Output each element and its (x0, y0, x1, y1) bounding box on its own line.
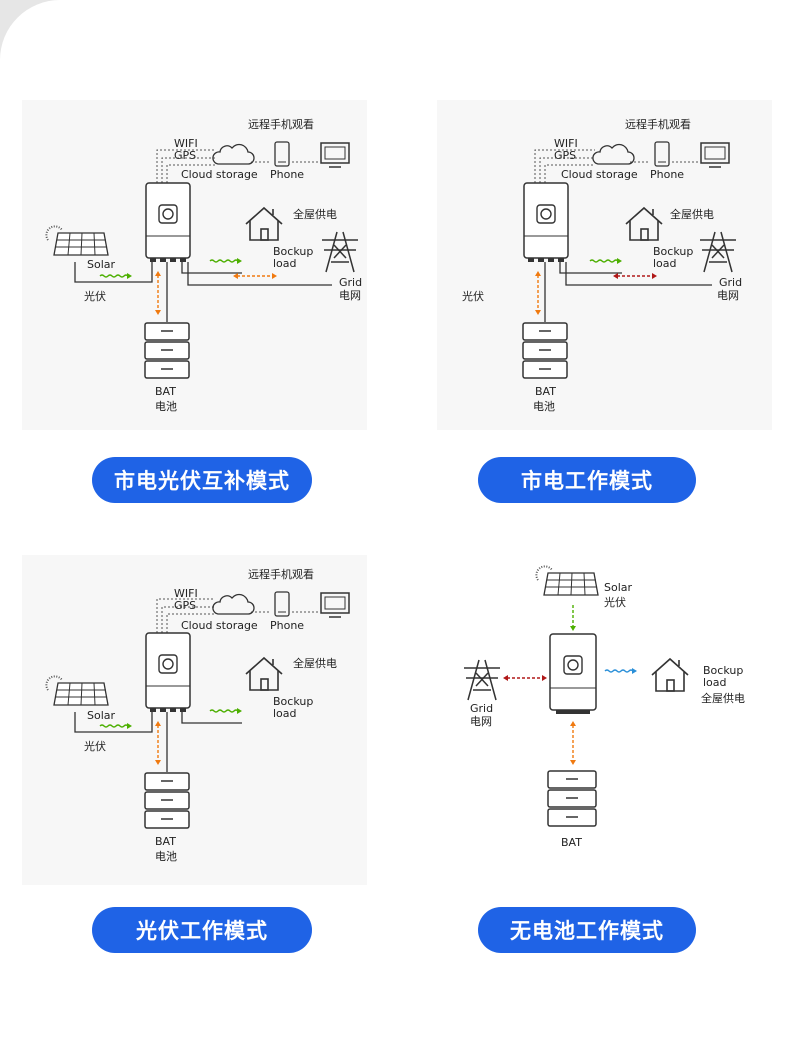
mode-button-grid[interactable]: 市电工作模式 (478, 457, 696, 503)
load-label: load (273, 257, 297, 270)
wifi-label: WIFI (174, 137, 198, 150)
cloud-icon (212, 593, 255, 615)
phone-label: Phone (270, 168, 305, 181)
phone-label: Phone (270, 619, 305, 632)
monitor-icon (700, 142, 730, 168)
solar-panel-icon (535, 565, 599, 596)
grid-cn-label: 电网 (339, 289, 361, 302)
bockup-label: Bockup (273, 245, 314, 258)
cloud-storage-label: Cloud storage (181, 168, 258, 181)
grid-label: Grid (470, 702, 494, 715)
phone-label: Phone (650, 168, 685, 181)
cloud-storage-label: Cloud storage (561, 168, 638, 181)
remote-view-label: 远程手机观看 (625, 118, 691, 131)
mode-button-solar[interactable]: 光伏工作模式 (92, 907, 312, 953)
grid-pylon-icon (700, 231, 736, 273)
bat-label: BAT (155, 835, 176, 848)
bat-label: BAT (535, 385, 556, 398)
house-cn-label: 全屋供电 (293, 208, 337, 221)
bockup-label: Bockup (653, 245, 694, 258)
bockup-label: Bockup (273, 695, 314, 708)
load-label: load (653, 257, 677, 270)
gps-label: GPS (174, 599, 197, 612)
battery-stack-icon (547, 770, 597, 827)
solar-label: Solar (87, 258, 116, 271)
solar-cn-label: 光伏 (462, 290, 484, 303)
mode-button-hybrid[interactable]: 市电光伏互补模式 (92, 457, 312, 503)
bat-cn-label: 电池 (533, 400, 555, 413)
house-cn-label: 全屋供电 (293, 657, 337, 670)
monitor-icon (320, 592, 350, 618)
wifi-label: WIFI (554, 137, 578, 150)
grid-pylon-icon (464, 659, 500, 701)
house-cn-label: 全屋供电 (670, 208, 714, 221)
solar-cn-label: 光伏 (84, 740, 106, 753)
load-label: load (703, 676, 727, 689)
cloud-storage-label: Cloud storage (181, 619, 258, 632)
remote-view-label: 远程手机观看 (248, 118, 314, 131)
wifi-label: WIFI (174, 587, 198, 600)
bat-cn-label: 电池 (155, 400, 177, 413)
cloud-icon (212, 143, 255, 165)
grid-pylon-icon (322, 231, 358, 273)
bockup-label: Bockup (703, 664, 744, 677)
phone-icon (654, 141, 670, 167)
battery-stack-icon (144, 322, 190, 379)
grid-label: Grid (719, 276, 743, 289)
bat-label: BAT (155, 385, 176, 398)
bat-cn-label: 电池 (155, 850, 177, 863)
phone-icon (274, 591, 290, 617)
remote-view-label: 远程手机观看 (248, 568, 314, 581)
solar-label: Solar (87, 709, 116, 722)
grid-cn-label: 电网 (470, 715, 492, 728)
solar-panel-icon (45, 675, 109, 706)
inverter-icon (145, 632, 191, 712)
load-label: load (273, 707, 297, 720)
cloud-icon (592, 143, 635, 165)
diagram-grid-mode (437, 100, 772, 430)
house-cn-label: 全屋供电 (701, 692, 745, 705)
inverter-icon (523, 182, 569, 262)
grid-label: Grid (339, 276, 363, 289)
solar-cn-label: 光伏 (604, 596, 626, 609)
bat-label: BAT (561, 836, 582, 849)
house-icon (651, 657, 689, 692)
grid-cn-label: 电网 (717, 289, 739, 302)
gps-label: GPS (554, 149, 577, 162)
solar-label: Solar (604, 581, 633, 594)
battery-stack-icon (522, 322, 568, 379)
house-icon (245, 656, 283, 691)
inverter-icon (549, 633, 597, 714)
diagram-solar-mode (22, 555, 367, 885)
monitor-icon (320, 142, 350, 168)
mode-button-no-battery[interactable]: 无电池工作模式 (478, 907, 696, 953)
phone-icon (274, 141, 290, 167)
solar-cn-label: 光伏 (84, 290, 106, 303)
house-icon (245, 206, 283, 241)
solar-panel-icon (45, 225, 109, 256)
battery-stack-icon (144, 772, 190, 829)
inverter-icon (145, 182, 191, 262)
gps-label: GPS (174, 149, 197, 162)
house-icon (625, 206, 663, 241)
diagram-hybrid-mode (22, 100, 367, 430)
